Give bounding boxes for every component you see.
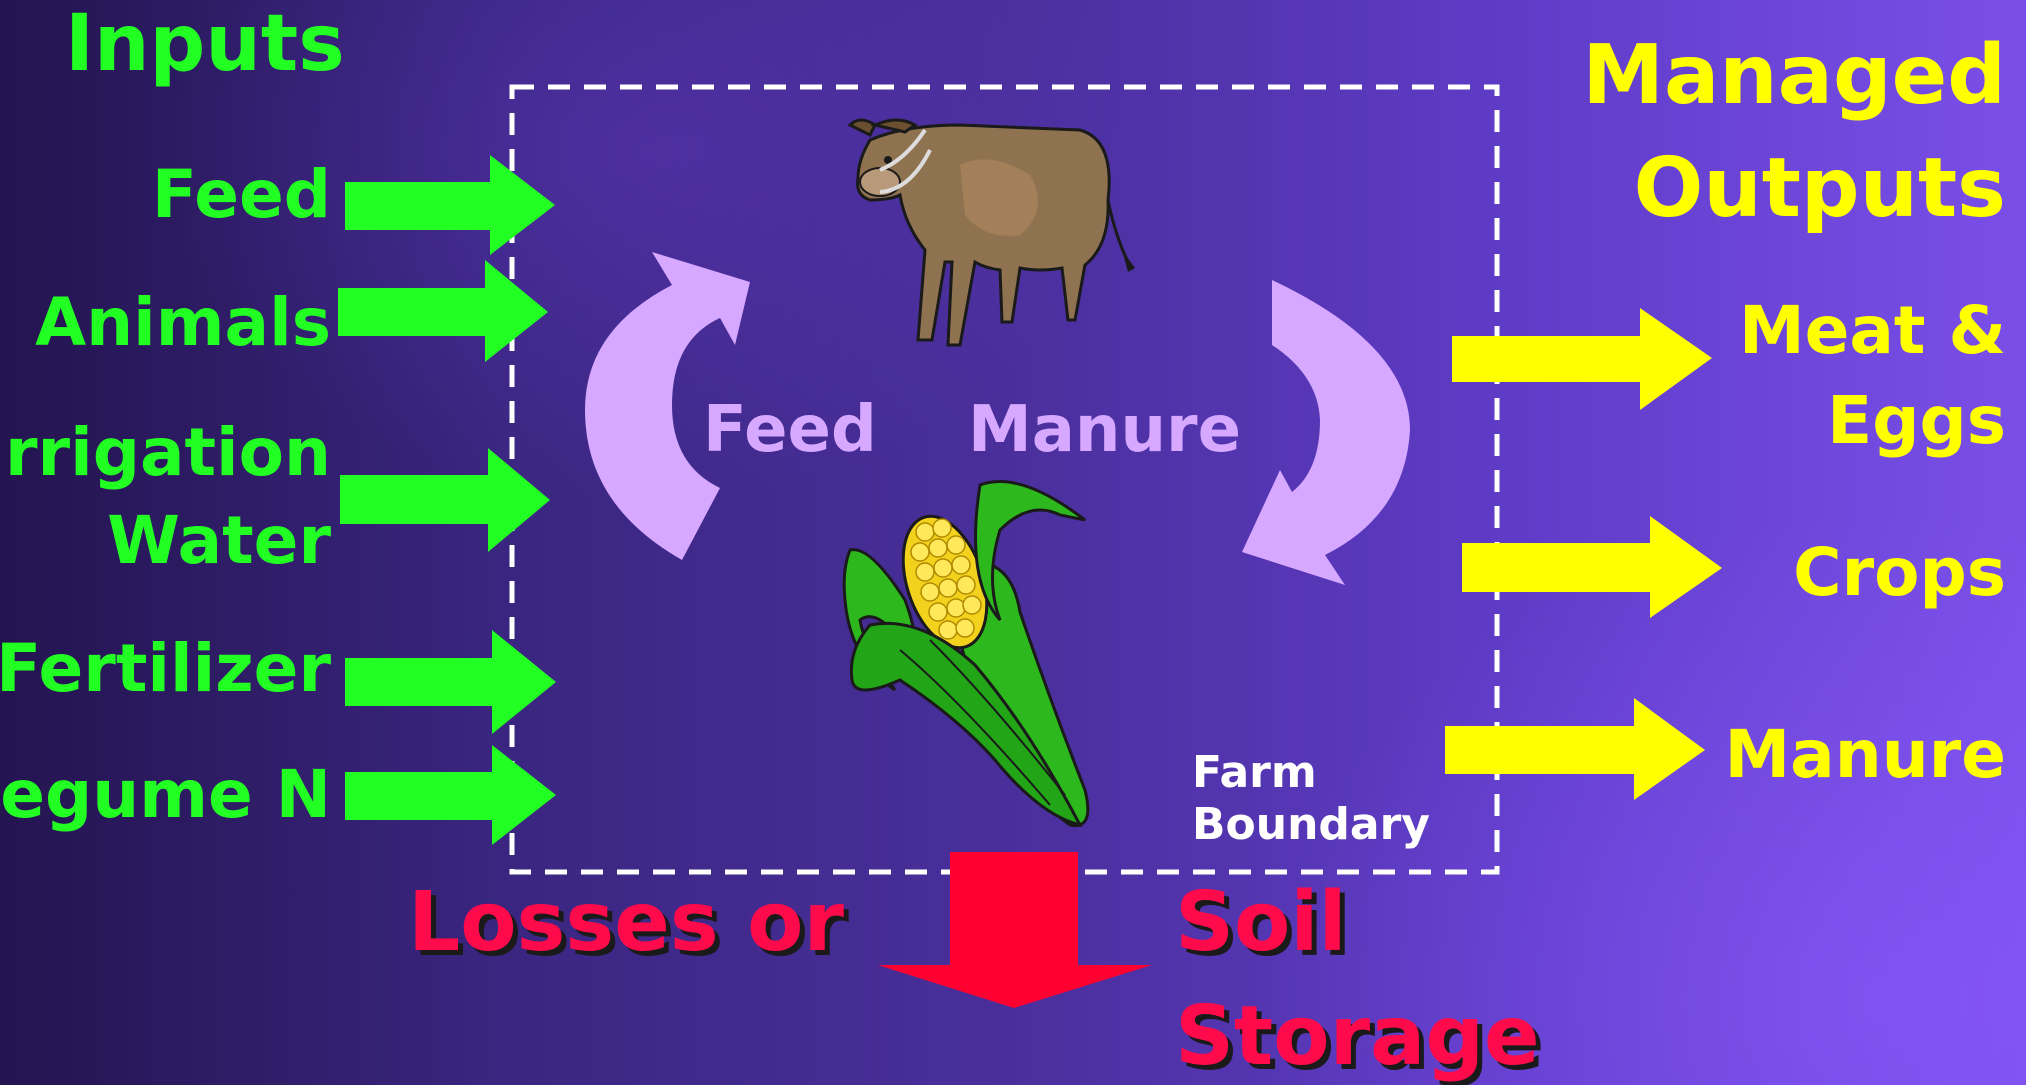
cow-icon xyxy=(850,120,1135,345)
manure-cycle-arrow xyxy=(1242,280,1410,585)
outputs-title-line1: Managed xyxy=(1582,35,2006,117)
corn-icon xyxy=(844,482,1088,826)
input-label-water: Water xyxy=(107,508,331,574)
feed-input-arrow xyxy=(345,155,555,255)
manure-output-arrow xyxy=(1445,698,1705,800)
output-label-eggs: Eggs xyxy=(1827,388,2006,454)
inputs-title: Inputs xyxy=(65,5,345,83)
input-label-animals: Animals xyxy=(35,290,331,356)
legume-input-arrow xyxy=(345,745,556,845)
input-label-irrigation: Irrigation xyxy=(0,420,331,486)
farm-boundary-label-line1: Farm xyxy=(1192,748,1317,799)
farm-boundary-label-line2: Boundary xyxy=(1192,800,1430,851)
output-label-crops: Crops xyxy=(1793,540,2006,606)
input-label-fertilizer: Fertilizer xyxy=(0,636,331,702)
losses-label-storage: Storage xyxy=(1175,992,1540,1082)
input-label-feed: Feed xyxy=(152,162,331,228)
outputs-title-line2: Outputs xyxy=(1634,148,2006,230)
cycle-label-manure: Manure xyxy=(968,398,1241,462)
input-arrows xyxy=(338,155,556,845)
meat-output-arrow xyxy=(1452,308,1712,410)
losses-label-left: Losses or xyxy=(408,878,844,968)
output-arrows xyxy=(1445,308,1722,800)
crops-output-arrow xyxy=(1462,516,1722,618)
output-label-manure: Manure xyxy=(1725,722,2007,788)
input-label-legume-n: Legume N xyxy=(0,762,331,828)
fertilizer-input-arrow xyxy=(345,630,556,734)
losses-arrow xyxy=(878,852,1152,1008)
animals-input-arrow xyxy=(338,260,548,362)
irrigation-input-arrow xyxy=(340,448,550,552)
output-label-meat: Meat & xyxy=(1739,298,2006,364)
cycle-label-feed: Feed xyxy=(703,398,877,462)
losses-label-soil: Soil xyxy=(1175,878,1347,968)
